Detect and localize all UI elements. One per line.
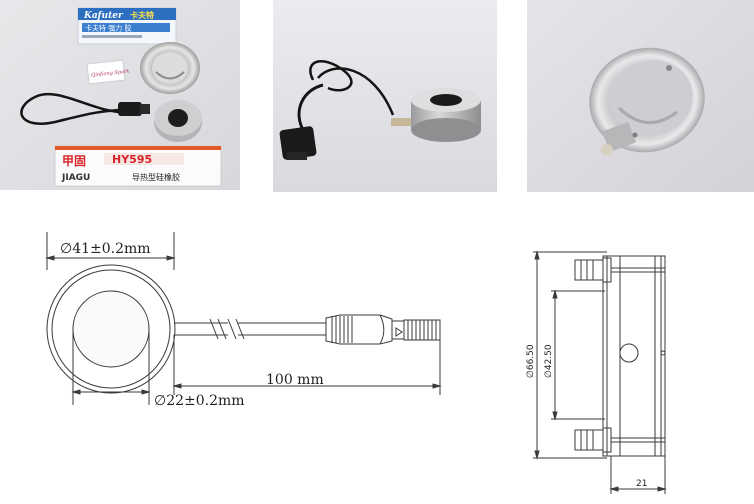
photo-ring-fixture	[527, 0, 754, 192]
box-bottom-desc: 导热型硅橡胶	[132, 172, 180, 182]
photo-product-kit: Kafuter 卡夫特 卡夫特 强力 胶 Qinfiong Spark	[0, 0, 240, 190]
cable-connector	[279, 126, 317, 160]
box-bottom-model: HY595	[112, 153, 152, 166]
adhesive-box-bottom: 甲固 JIAGU HY595 导热型硅橡胶	[54, 145, 222, 187]
inner-diameter-label: ∅42.50	[544, 344, 554, 378]
sensor-puck	[154, 100, 202, 142]
photo-sensor-cable	[273, 0, 497, 192]
side-view-drawing: ∅66.50 ∅42.50 21	[515, 220, 754, 500]
cable-length-label: 100 mm	[266, 372, 324, 388]
box-top-brand: Kafuter	[83, 11, 124, 21]
top-screw	[574, 259, 604, 281]
outer-diameter-label: ∅66.50	[526, 344, 536, 378]
box-top-sub: 卡夫特 强力 胶	[85, 24, 131, 33]
mounting-ring	[589, 47, 705, 156]
tag-text: Qinfiong Spark	[91, 69, 130, 79]
outer-diameter-label: ∅41±0.2mm	[60, 241, 151, 257]
cable-line	[174, 322, 228, 336]
adhesive-box-top: Kafuter 卡夫特 卡夫特 强力 胶	[77, 7, 177, 45]
housing-outline	[602, 255, 666, 457]
box-bottom-logo-cn: 甲固	[62, 154, 86, 168]
cable-hole	[619, 343, 639, 363]
inner-diameter-label: ∅22±0.2mm	[154, 393, 245, 409]
bottom-screw	[574, 429, 604, 451]
sensor-inner-circle	[72, 290, 150, 368]
sensor-puck	[411, 88, 481, 142]
box-top-cn: 卡夫特	[130, 10, 154, 20]
paper-tag: Qinfiong Spark	[86, 59, 130, 85]
sensor-outer-circle	[46, 264, 176, 394]
front-view-drawing: ∅41±0.2mm ∅22±0.2mm 100 mm	[0, 220, 470, 500]
aluminium-ring	[140, 42, 200, 94]
cable-connector	[118, 102, 150, 116]
width-label: 21	[636, 479, 647, 489]
box-bottom-logo-en: JIAGU	[61, 173, 90, 183]
connector-outline	[325, 314, 441, 345]
